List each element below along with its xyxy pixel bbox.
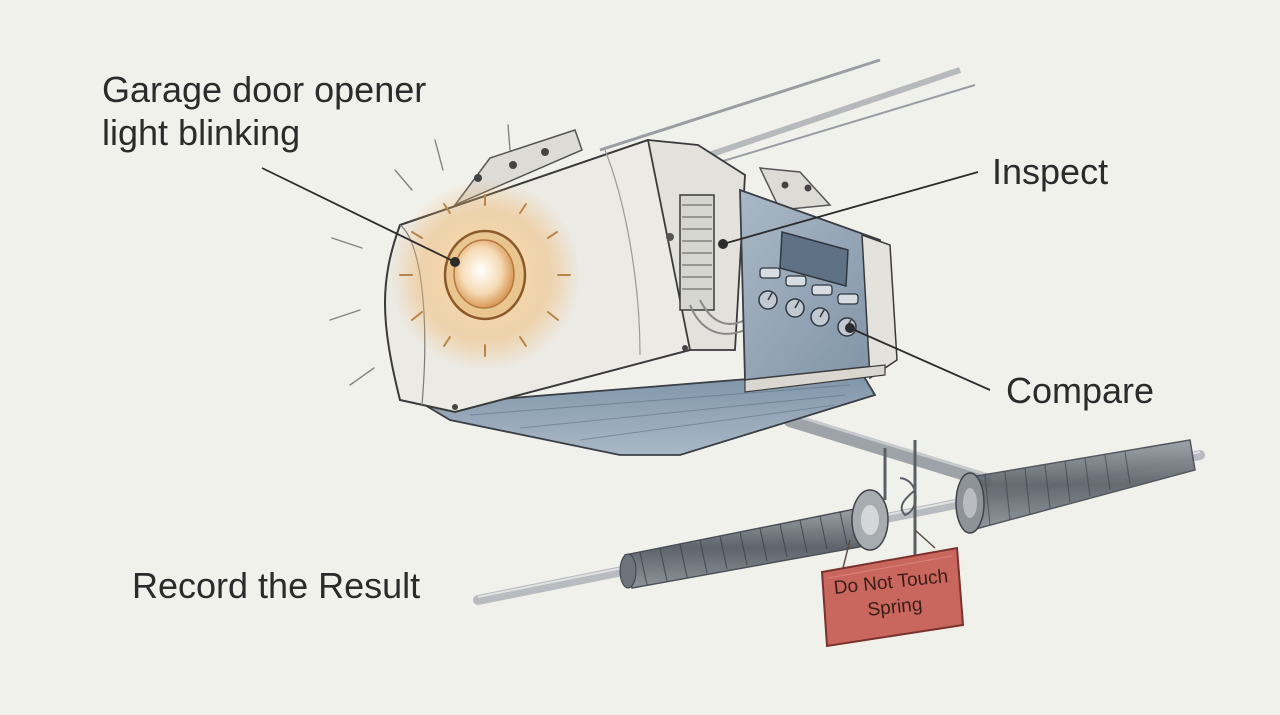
tag-string bbox=[842, 529, 936, 569]
title-line-1: Garage door opener bbox=[102, 69, 427, 110]
control-buttons bbox=[759, 267, 859, 305]
warning-tag bbox=[820, 546, 965, 648]
title-callout: Garage door opener light blinking bbox=[102, 68, 426, 154]
display-screen bbox=[779, 231, 849, 287]
title-line-2: light blinking bbox=[102, 112, 301, 153]
record-result-callout: Record the Result bbox=[132, 565, 421, 606]
spring-bracket bbox=[851, 440, 917, 555]
inspect-callout: Inspect bbox=[992, 151, 1109, 192]
wiring-terminal bbox=[679, 194, 746, 335]
right-spring bbox=[955, 439, 1196, 534]
blinking-light bbox=[390, 180, 580, 370]
light-rays bbox=[329, 124, 511, 386]
compare-callout: Compare bbox=[1006, 370, 1155, 411]
lower-rail bbox=[783, 412, 992, 487]
left-spring bbox=[619, 507, 871, 589]
callout-dots bbox=[450, 239, 855, 333]
callout-leader-lines bbox=[261, 167, 991, 391]
